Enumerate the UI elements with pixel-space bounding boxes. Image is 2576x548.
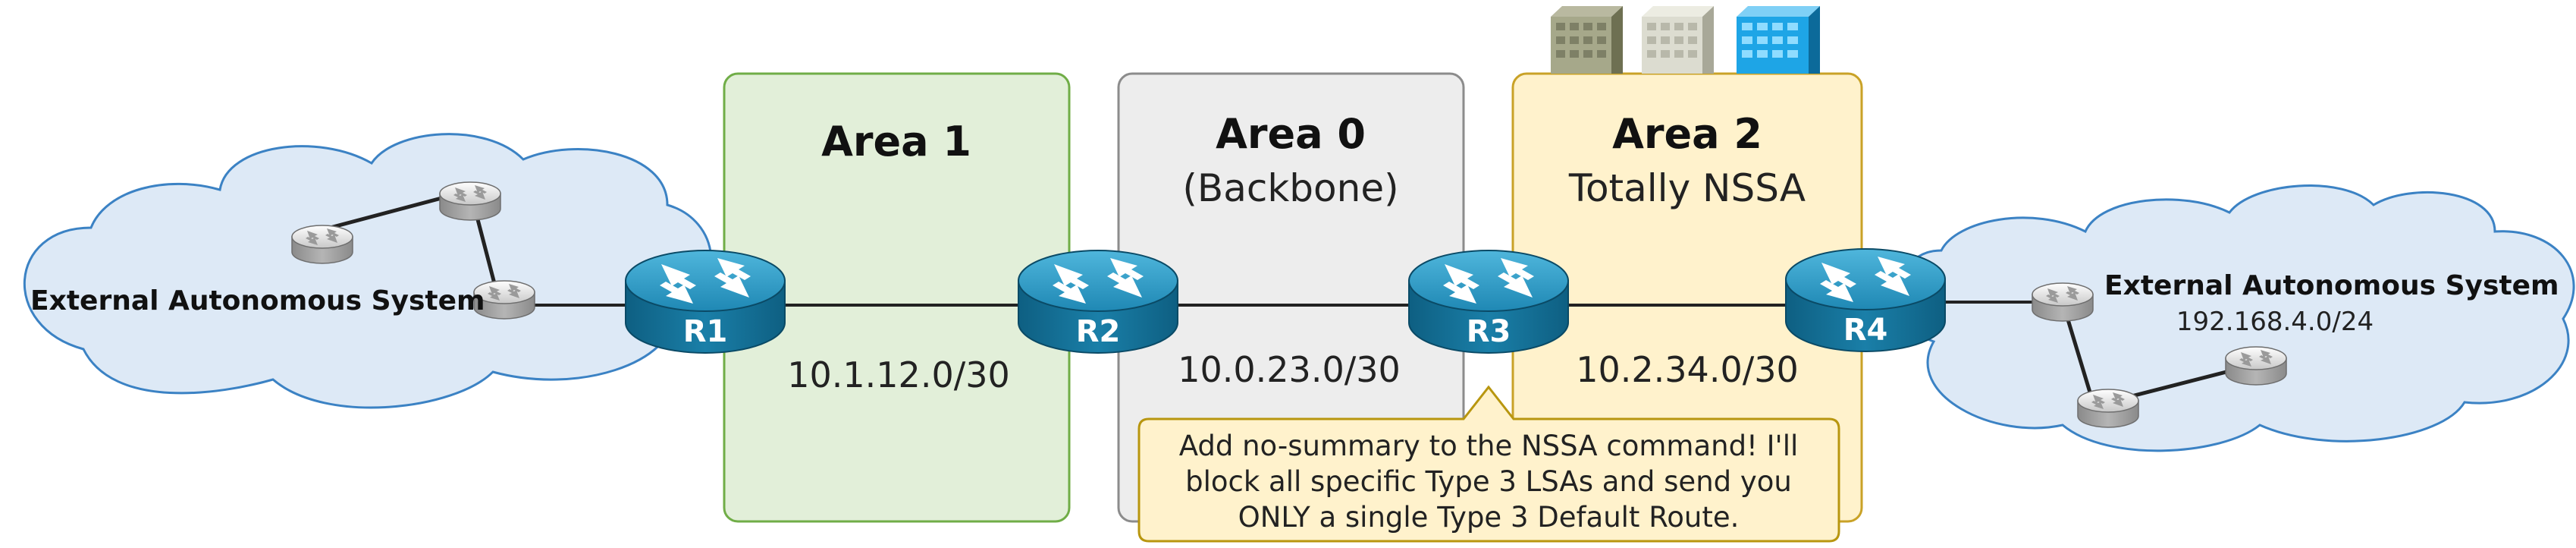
small-router-icon [439,181,501,221]
right-external-as-label: External Autonomous System [2104,270,2559,301]
callout-line-3: ONLY a single Type 3 Default Route. [1238,501,1740,534]
router-r1: R1 [625,250,786,354]
left-external-cloud [23,133,713,409]
small-router-icon [291,225,353,264]
subnet-r2-r3: 10.0.23.0/30 [1178,349,1401,390]
subnet-r1-r2: 10.1.12.0/30 [787,354,1010,395]
small-router-icon [2032,282,2094,322]
area-2-title: Area 2 [1612,110,1762,158]
router-r2: R2 [1018,250,1178,354]
router-r2-label: R2 [1076,314,1121,349]
subnet-r3-r4: 10.2.34.0/30 [1576,349,1799,390]
callout-line-1: Add no-summary to the NSSA command! I'll [1179,430,1799,462]
right-external-as-subnet: 192.168.4.0/24 [2176,307,2374,337]
router-r3-label: R3 [1467,314,1511,349]
router-r4-label: R4 [1843,313,1888,348]
left-external-as-label: External Autonomous System [30,285,485,317]
small-router-icon [2077,389,2139,428]
small-router-icon [2225,346,2287,386]
area-0-title: Area 0 [1216,110,1366,158]
right-external-cloud [1899,184,2575,452]
router-r1-label: R1 [683,314,728,349]
building-icon [1551,6,1820,74]
router-r4: R4 [1785,248,1946,352]
callout-line-2: block all specific Type 3 LSAs and send … [1185,465,1792,498]
router-r3: R3 [1408,250,1569,354]
area-1-title: Area 1 [821,118,971,165]
callout-bubble [1137,385,1840,543]
area-2-subtitle: Totally NSSA [1568,166,1806,210]
area-0-subtitle: (Backbone) [1182,166,1398,210]
